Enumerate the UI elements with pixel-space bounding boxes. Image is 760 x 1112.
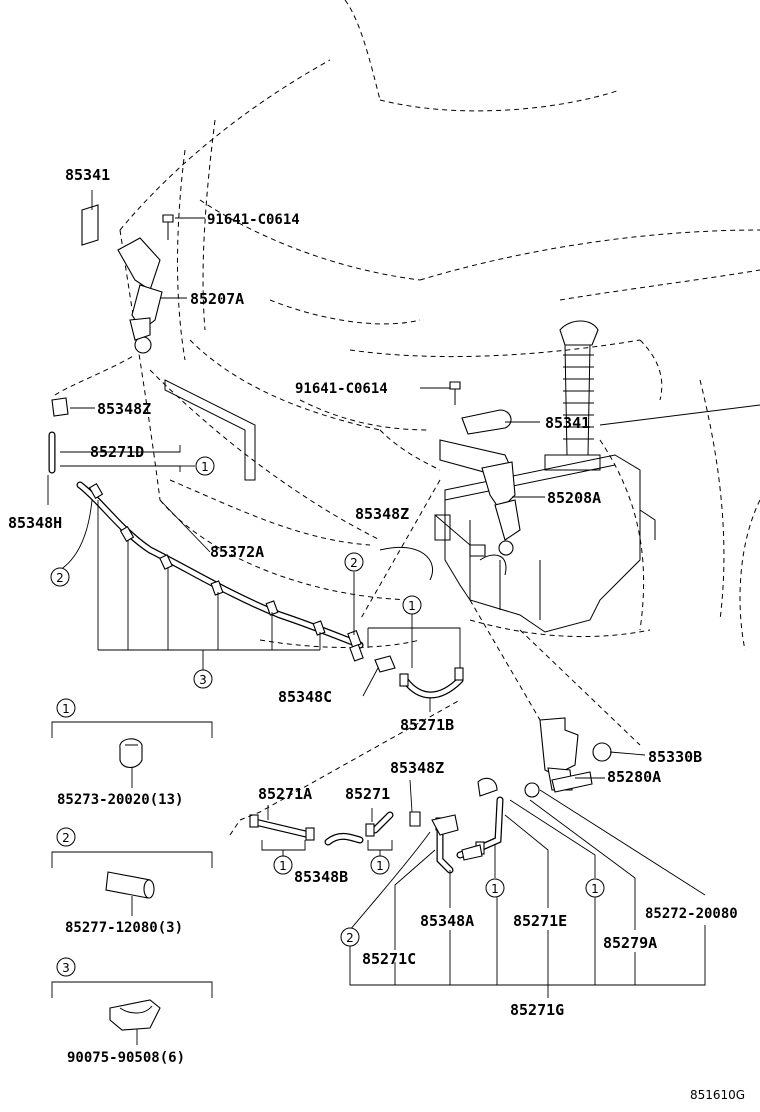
callout-1: 1 [370,855,390,875]
label-85279a: 85279A [603,934,657,952]
legend-part-2: 85277-12080(3) [65,920,183,936]
svg-text:1: 1 [491,882,499,896]
callout-circles: 1 2 2 1 3 1 1 2 1 1 1 2 3 [50,456,605,977]
svg-text:1: 1 [408,599,416,613]
label-85208a: 85208A [547,489,601,507]
right-washer-actuator [439,409,521,556]
connection-dashes [54,354,641,836]
legend-part-1: 85273-20020(13) [57,792,183,808]
callout-2: 2 [344,552,364,572]
label-85372a: 85372A [210,543,264,561]
hose-clamp-icon [109,999,161,1031]
callout-1: 1 [273,855,293,875]
legend-brackets [51,721,213,1045]
figure-id: 851610G [690,1088,745,1102]
legend-key-3: 3 [56,957,76,977]
svg-text:1: 1 [376,859,384,873]
svg-text:1: 1 [279,859,287,873]
bolts [51,214,486,827]
hose-sleeve-icon [105,871,155,899]
hose-clip-icon [119,738,143,769]
callout-2: 2 [340,927,360,947]
bumper-panel [164,379,433,581]
callout-1: 1 [195,456,215,476]
label-85272-20080: 85272-20080 [645,906,738,922]
svg-text:2: 2 [62,831,70,845]
callout-1: 1 [485,878,505,898]
label-85348z-left: 85348Z [97,400,151,418]
label-85348z-mid: 85348Z [355,505,409,523]
svg-text:1: 1 [201,460,209,474]
label-85348z-low: 85348Z [390,759,444,777]
label-85348a: 85348A [420,912,474,930]
label-85271b: 85271B [400,716,454,734]
label-91641-c0614-mid: 91641-C0614 [295,381,388,397]
svg-text:1: 1 [591,882,599,896]
label-85348h: 85348H [8,514,62,532]
legend-key-2: 2 [56,827,76,847]
left-washer-actuator [81,204,163,354]
svg-text:2: 2 [56,571,64,585]
label-91641-c0614-top: 91641-C0614 [207,212,300,228]
svg-text:3: 3 [199,673,207,687]
label-85341-right: 85341 [545,414,590,432]
leader-lines [47,190,760,998]
label-85271d: 85271D [90,443,144,461]
svg-text:2: 2 [346,931,354,945]
label-85207a: 85207A [190,290,244,308]
svg-text:3: 3 [62,961,70,975]
label-85330b: 85330B [648,748,702,766]
legend-part-3: 90075-90508(6) [67,1050,185,1066]
label-85271a: 85271A [258,785,312,803]
callout-1: 1 [585,878,605,898]
svg-text:1: 1 [62,702,70,716]
callout-1: 1 [402,595,422,615]
label-85348c: 85348C [278,688,332,706]
callout-3: 3 [193,669,213,689]
legend-key-1: 1 [56,698,76,718]
label-85271: 85271 [345,785,390,803]
svg-text:2: 2 [350,556,358,570]
washer-pump [431,717,612,861]
label-85280a: 85280A [607,768,661,786]
washer-tank [434,320,656,633]
label-85341-top: 85341 [65,166,110,184]
label-85271e: 85271E [513,912,567,930]
part-labels: 85341 91641-C0614 85207A 91641-C0614 853… [8,166,738,1019]
label-85271g: 85271G [510,1001,564,1019]
callout-2: 2 [50,567,70,587]
label-85348b: 85348B [294,868,348,886]
legend-labels: 85273-20020(13) 85277-12080(3) 90075-905… [57,792,185,1066]
label-85271c: 85271C [362,950,416,968]
